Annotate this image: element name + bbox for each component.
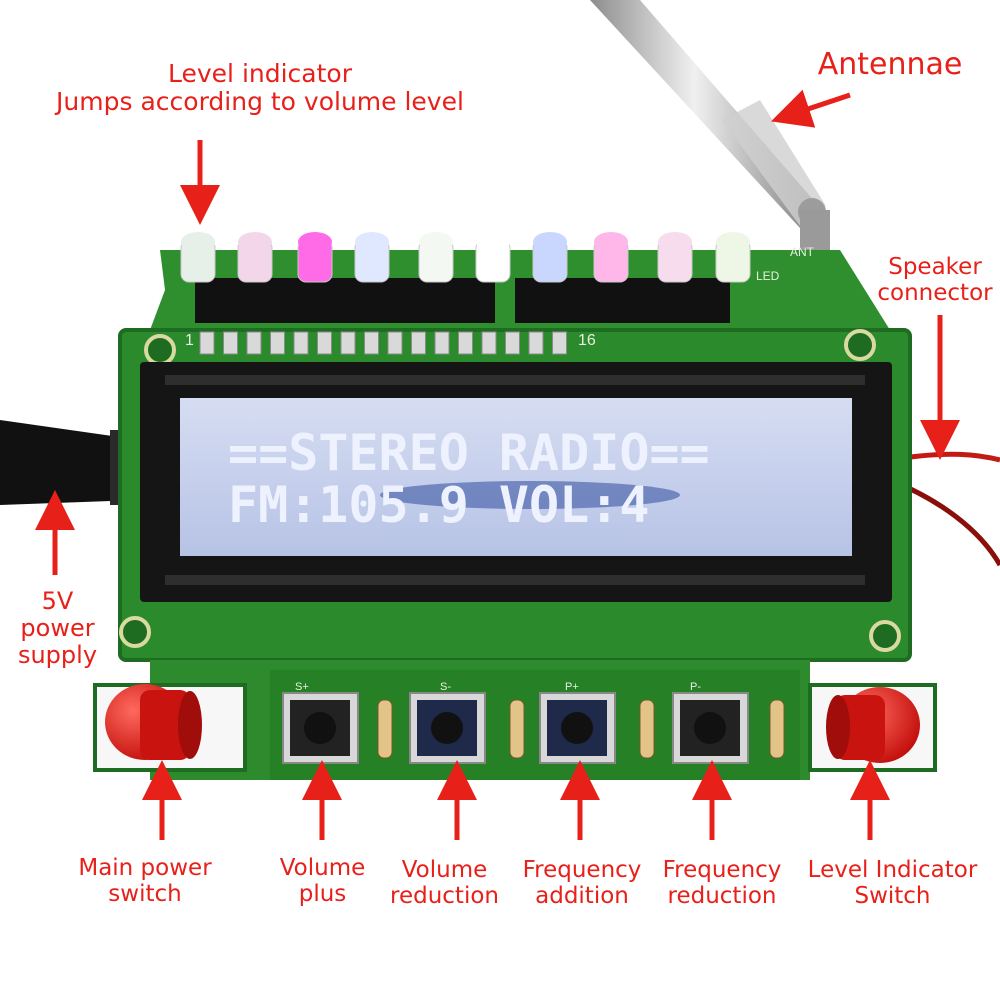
main-power-switch-callout: Main power switch: [60, 855, 230, 908]
volume-reduction-line-2: reduction: [390, 882, 499, 909]
callout-arrows: [35, 89, 960, 840]
power-line-2: power: [20, 613, 95, 642]
led-2: [237, 232, 273, 283]
led-5: [418, 232, 454, 283]
header-pin: [505, 331, 520, 355]
led-9: [657, 232, 693, 283]
header-pin: [458, 331, 473, 355]
volume-plus-button[interactable]: S+: [282, 681, 359, 764]
lcd-line-1: ==STEREO RADIO==: [228, 424, 710, 482]
main-power-line-1: Main power: [78, 855, 212, 881]
resistor: [377, 699, 393, 759]
led-8: [593, 232, 629, 283]
lcd-display: ==STEREO RADIO== FM:105.9 VOL:4: [140, 362, 892, 602]
frequency-addition-line-2: addition: [535, 882, 629, 909]
arrow-antennae: [771, 89, 851, 128]
frequency-addition-line-1: Frequency: [522, 857, 642, 883]
resistor: [639, 699, 655, 759]
led-4: [354, 232, 390, 283]
header-pin: [199, 331, 215, 355]
header-pin: [434, 331, 450, 355]
antenna: [590, 0, 830, 250]
lcd-header-pins: [199, 331, 567, 355]
antennae-callout: Antennae: [817, 47, 963, 82]
lcd-screen: [180, 398, 852, 556]
volume-plus-line-1: Volume: [279, 855, 366, 881]
frequency-addition-callout: Frequency addition: [512, 857, 652, 910]
volume-plus-line-2: plus: [298, 880, 347, 907]
header-pin: [364, 331, 379, 355]
led-10: [715, 232, 751, 283]
header-pin: [270, 331, 285, 355]
led-1: [180, 232, 216, 283]
power-line-3: supply: [17, 640, 98, 669]
btn-label-p-minus: P-: [690, 681, 701, 693]
level-indicator-switch[interactable]: [826, 687, 920, 763]
header-pin: [317, 331, 332, 355]
lcd-line-2: FM:105.9 VOL:4: [228, 476, 649, 534]
btn-label-p-plus: P+: [565, 681, 579, 693]
level-indicator-switch-callout: Level Indicator Switch: [800, 857, 985, 910]
pin-label-start: 1: [185, 332, 194, 349]
led-6: [475, 232, 511, 283]
volume-reduction-callout: Volume reduction: [382, 857, 507, 910]
header-pin: [340, 331, 356, 355]
level-indicator-callout: Level indicator Jumps according to volum…: [30, 60, 490, 116]
led-3: [297, 232, 333, 283]
header-pin: [481, 331, 497, 355]
power-line-1: 5V: [41, 587, 74, 615]
main-power-line-2: switch: [108, 880, 182, 907]
resistors: [377, 699, 785, 759]
frequency-reduction-line-2: reduction: [667, 882, 777, 909]
level-indicator-title: Level indicator: [168, 59, 352, 88]
resistor: [509, 699, 525, 759]
frequency-reduction-callout: Frequency reduction: [652, 857, 792, 910]
led-7: [532, 232, 568, 283]
header-pin: [528, 331, 544, 355]
pin-label-end: 16: [578, 332, 596, 349]
resistor: [769, 699, 785, 759]
frequency-reduction-button[interactable]: P-: [672, 681, 749, 764]
header-pin: [411, 331, 426, 355]
speaker-line-1: Speaker: [888, 254, 982, 280]
volume-reduction-line-1: Volume: [401, 857, 488, 883]
header-pin: [246, 331, 262, 355]
level-switch-line-1: Level Indicator: [807, 857, 978, 883]
frequency-reduction-line-1: Frequency: [662, 857, 782, 883]
header-pin: [552, 331, 567, 355]
btn-label-s-plus: S+: [295, 681, 309, 693]
btn-label-s-minus: S-: [440, 681, 451, 693]
power-supply-callout: 5V power supply: [5, 588, 110, 669]
level-indicator-leds: [180, 232, 751, 283]
level-indicator-desc: Jumps according to volume level: [56, 87, 464, 116]
frequency-addition-button[interactable]: P+: [539, 681, 616, 764]
header-pin: [293, 331, 309, 355]
header-pin: [223, 331, 238, 355]
main-power-switch[interactable]: [105, 684, 202, 760]
ant-label: ANT: [790, 245, 815, 259]
volume-plus-callout: Volume plus: [265, 855, 380, 908]
volume-reduction-button[interactable]: S-: [409, 681, 486, 764]
level-switch-line-2: Switch: [854, 882, 931, 909]
speaker-line-2: connector: [877, 279, 993, 306]
header-pin: [387, 331, 403, 355]
speaker-connector-callout: Speaker connector: [870, 254, 1000, 307]
led-label: LED: [756, 269, 780, 283]
